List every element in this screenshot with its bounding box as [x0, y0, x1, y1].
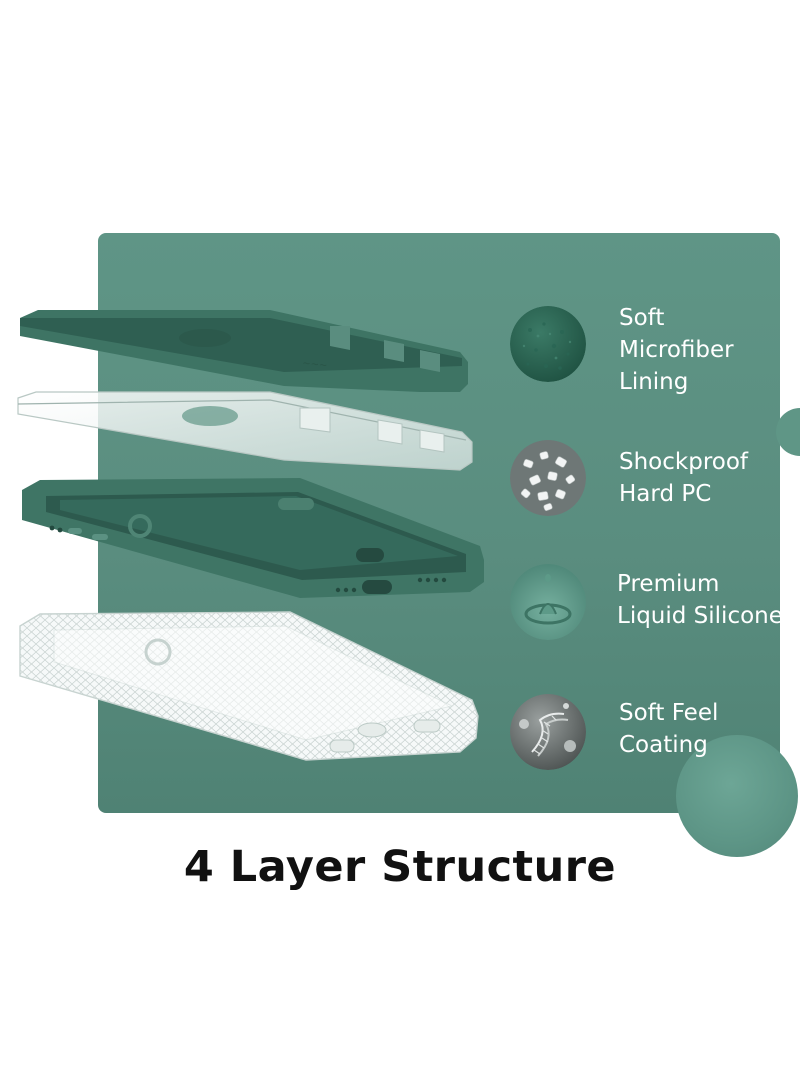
microfiber-texture-icon — [510, 306, 586, 382]
microfiber-lining-layer: ~~~ — [20, 310, 468, 392]
molecule-coating-icon — [510, 694, 586, 770]
decorative-circle — [676, 735, 798, 857]
feature-label-microfiber: Soft Microfiber Lining — [619, 305, 734, 395]
liquid-silicone-layer — [22, 478, 484, 598]
page-title: 4 Layer Structure — [183, 842, 617, 892]
svg-text:~~~: ~~~ — [302, 358, 328, 372]
feature-label-hard-pc: Shockproof Hard PC — [619, 449, 749, 507]
hard-pc-layer — [17, 391, 473, 471]
feature-label-soft-feel-coating: Soft Feel Coating — [619, 700, 719, 758]
liquid-drop-icon — [510, 564, 586, 640]
soft-tpu-layer — [19, 611, 479, 761]
feature-label-liquid-silicone: Premium Liquid Silicone — [617, 571, 783, 629]
crystal-granules-icon — [510, 440, 586, 516]
